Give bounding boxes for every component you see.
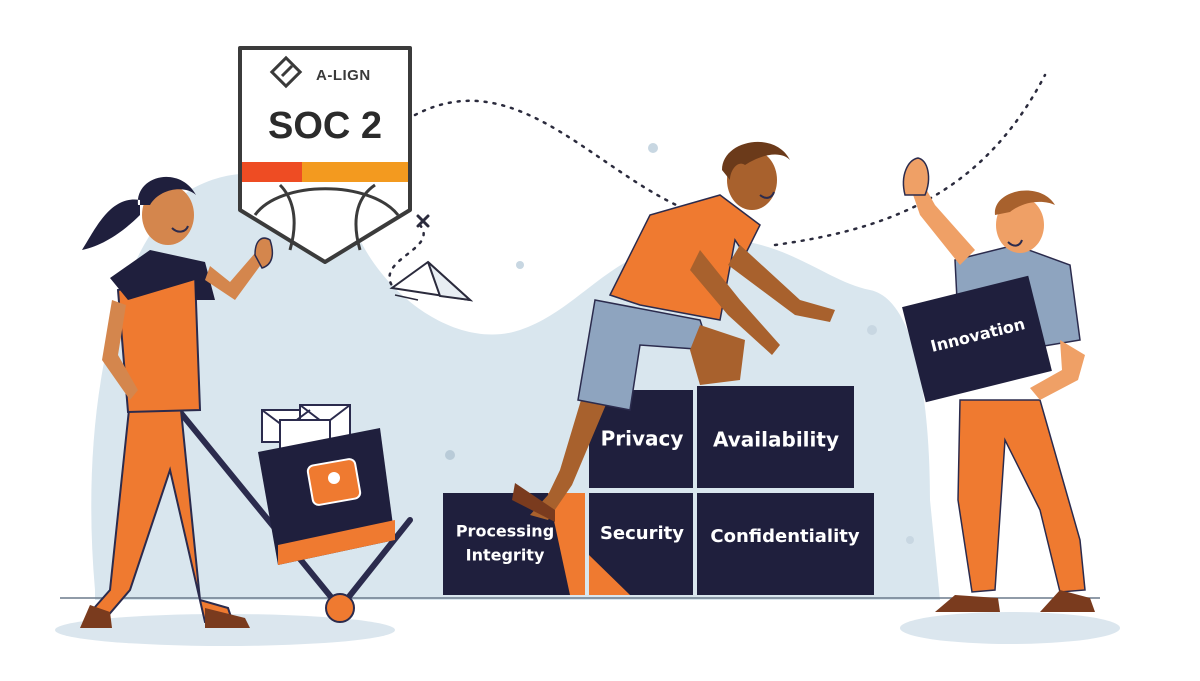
block-label-integrity: Integrity — [466, 546, 545, 565]
man-arm-left — [690, 250, 780, 355]
right-man-arm-holding — [1030, 340, 1085, 400]
paper-plane-icon — [389, 260, 474, 302]
badge-brand-label: A-LIGN — [316, 67, 371, 84]
right-man-hair — [994, 190, 1055, 215]
align-logo-icon — [269, 55, 303, 89]
man-head — [727, 150, 777, 210]
block-availability — [697, 386, 854, 488]
woman-shirt — [110, 250, 215, 300]
right-man-shoe — [1040, 590, 1095, 612]
decor-dot — [516, 261, 524, 269]
decor-dot — [867, 325, 877, 335]
right-man-arm-raised — [908, 178, 975, 265]
woman-arm-down — [102, 300, 138, 400]
decor-dot — [906, 536, 914, 544]
right-man-legs — [957, 399, 1086, 593]
decor-dot — [648, 143, 658, 153]
man-shoe — [512, 483, 555, 522]
cart-handle — [155, 382, 343, 611]
block-label-availability: Availability — [713, 428, 839, 452]
man-climbing — [512, 141, 835, 522]
shadow-right — [900, 612, 1120, 644]
soc2-badge: A-LIGN SOC 2 — [238, 46, 412, 264]
shadow-left — [55, 614, 395, 646]
woman-with-cart — [80, 176, 413, 628]
woman-arm-raised — [205, 245, 268, 300]
right-man-shoe — [935, 595, 1000, 612]
woman-head — [142, 185, 194, 245]
woman-shoe — [80, 605, 112, 628]
badge-globe — [253, 183, 400, 251]
man-hair — [722, 141, 790, 180]
block-label-processing: Processing — [456, 522, 554, 541]
puzzle-icon — [306, 458, 362, 506]
right-man-hand — [902, 157, 930, 196]
woman-hair — [82, 176, 196, 250]
block-label-privacy: Privacy — [601, 427, 684, 451]
woman-shoe — [205, 608, 250, 628]
man-front-leg — [690, 325, 745, 385]
man-back-leg — [530, 370, 610, 520]
block-label-security: Security — [600, 523, 684, 544]
dotted-path-badge — [413, 99, 702, 217]
dotted-path-right — [773, 73, 1047, 247]
decor-dot — [445, 450, 455, 460]
badge-stripe-red — [242, 162, 302, 182]
block-confidentiality — [697, 493, 874, 595]
woman-hand — [254, 237, 274, 269]
block-label-confidentiality: Confidentiality — [710, 526, 860, 547]
principles-blocks: Privacy Availability Processing Integrit… — [443, 386, 874, 595]
man-arm-right — [728, 245, 835, 322]
envelopes — [261, 404, 351, 451]
badge-title: SOC 2 — [268, 105, 382, 147]
cart-wheel — [325, 593, 355, 623]
man-shorts — [577, 299, 712, 411]
dotted-path-plane — [388, 223, 425, 292]
man-with-box: Innovation — [902, 157, 1095, 612]
innovation-box — [902, 275, 1052, 403]
block-privacy — [589, 390, 693, 488]
x-mark-icon — [416, 214, 430, 228]
